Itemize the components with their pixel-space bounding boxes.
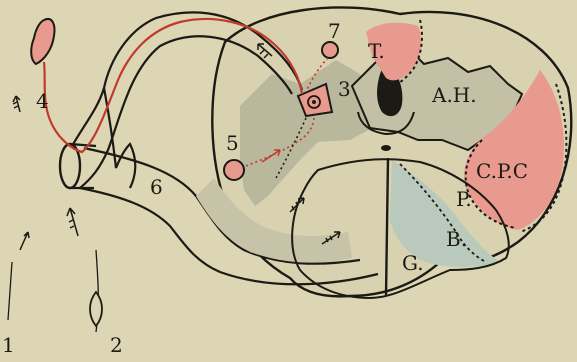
- label-7: 7: [328, 19, 341, 43]
- label-2: 2: [110, 333, 123, 357]
- label-p: P.: [456, 187, 472, 211]
- label-1: 1: [2, 333, 15, 357]
- central-canal: [381, 145, 391, 151]
- label-4: 4: [36, 89, 49, 113]
- cell-3-nucleolus: [312, 100, 316, 104]
- label-6: 6: [150, 175, 163, 199]
- cell-5: [224, 160, 244, 180]
- label-b: B.: [446, 227, 467, 251]
- label-cpc: C.P.C: [476, 159, 528, 183]
- label-t: T.: [368, 39, 385, 63]
- label-5: 5: [226, 131, 239, 155]
- label-3: 3: [338, 77, 351, 101]
- lens-2: [90, 292, 102, 326]
- label-g: G.: [402, 251, 424, 275]
- cell-7: [322, 42, 338, 58]
- label-ah: A.H.: [431, 83, 477, 107]
